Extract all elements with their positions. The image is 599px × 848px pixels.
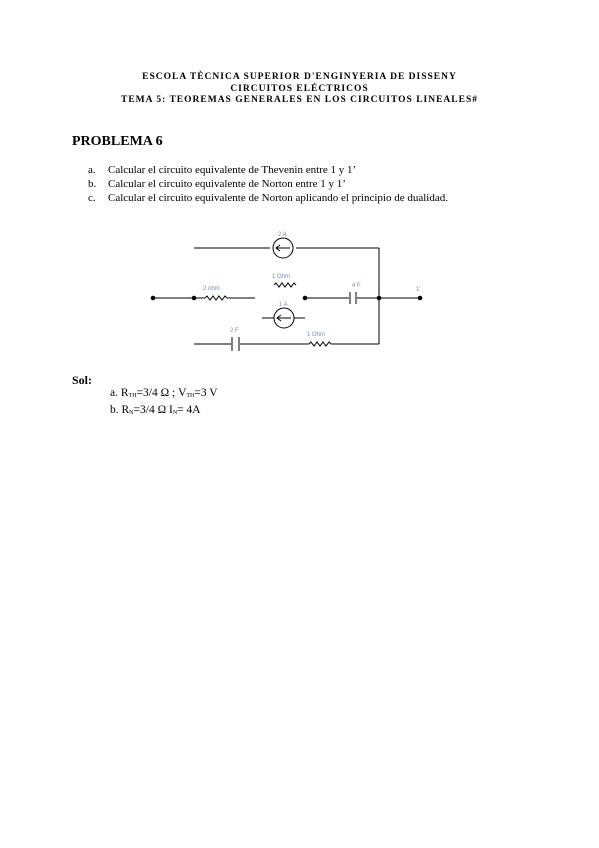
task-marker: a. [88,164,96,176]
current-source-top-icon [272,237,294,259]
resistor-left-icon [204,295,228,301]
node-right [376,295,382,301]
terminal-label: 1' [416,287,420,293]
solution-label: Sol: [72,373,93,387]
sol-a-prefix: a. R [110,387,129,399]
node-left-terminal [150,295,156,301]
sol-b-sub1: N [129,410,134,416]
topic-title: TEMA 5: TEOREMAS GENERALES EN LOS CIRCUI… [121,95,478,105]
task-item: b. Calcular el circuito equivalente de No… [88,177,448,191]
problem-title: PROBLEMA 6 [72,134,163,149]
sol-b-sub2: N [172,410,178,416]
sol-a-end: =3 V [194,387,218,399]
source-top-label: 2 A [278,232,287,238]
task-marker: b. [88,178,97,190]
solution-b: b. RN=3/4 Ω IN= 4A [110,403,218,420]
sol-a-sub1: TH [128,393,137,399]
solution-a: a. RTH=3/4 Ω ; VTH=3 V [110,386,218,403]
solution-block: a. RTH=3/4 Ω ; VTH=3 V b. RN=3/4 Ω IN= 4… [110,386,218,420]
resistor-bottom-icon [308,341,332,347]
task-text: Calcular el circuito equivalente de Thev… [108,164,357,176]
node-right-terminal [417,295,423,301]
task-item: c. Calcular el circuito equivalente de No… [88,191,448,205]
task-list: a. Calcular el circuito equivalente de Th… [88,163,448,205]
task-marker: c. [88,192,96,204]
sol-a-mid: =3/4 Ω ; V [136,387,187,399]
capacitor-right-label: 4 F [352,283,361,289]
task-text: Calcular el circuito equivalente de Nort… [108,192,448,204]
document-header: ESCOLA TÈCNICA SUPERIOR D'ENGINYERIA DE … [0,72,599,107]
source-mid-label: 1 A [279,302,288,308]
sol-b-end: = 4A [177,404,201,416]
school-name: ESCOLA TÈCNICA SUPERIOR D'ENGINYERIA DE … [142,72,457,82]
resistor-mid-label: 1 Ohm [272,274,290,280]
task-text: Calcular el circuito equivalente de Nort… [108,178,346,190]
sol-b-prefix: b. R [110,404,130,416]
capacitor-bottom-label: 2 F [230,328,239,334]
task-item: a. Calcular el circuito equivalente de Th… [88,163,448,177]
node-left [191,295,197,301]
resistor-mid-icon [273,282,297,288]
sol-a-sub2: TH [186,393,195,399]
resistor-bottom-label: 1 Ohm [307,332,325,338]
course-name: CIRCUITOS ELÉCTRICOS [230,83,369,94]
node-mid [302,295,308,301]
resistor-left-label: 2 ohm [203,286,220,292]
current-source-mid-icon [273,307,295,329]
sol-b-mid: =3/4 Ω I [133,404,173,416]
